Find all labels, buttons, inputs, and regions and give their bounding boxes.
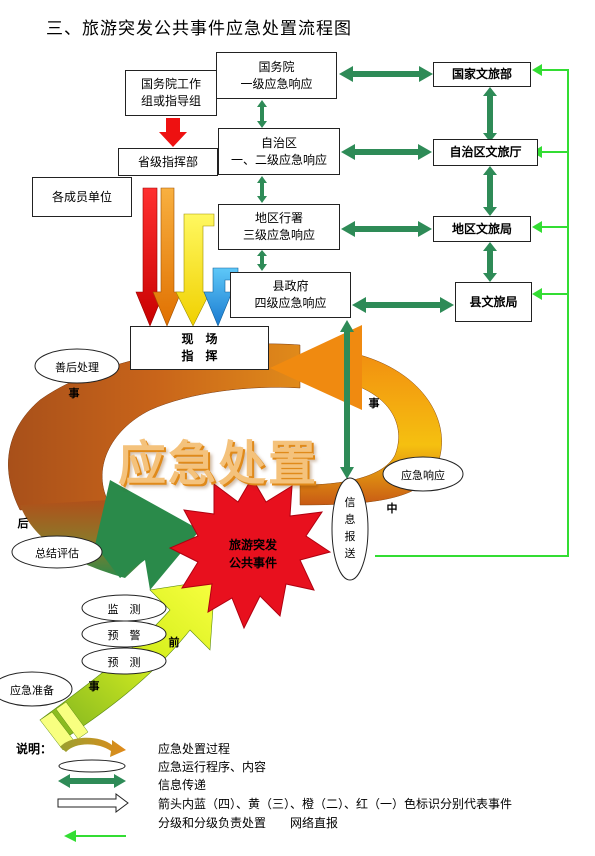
gov-chain-arrows [257, 100, 267, 271]
info-report-ellipse [331, 477, 369, 581]
prefecture-tourism-box: 地区文旅局 [433, 216, 531, 242]
national-tourism-box: 国家文旅部 [433, 62, 531, 87]
event-line-2: 公共事件 [228, 556, 277, 570]
aftermath-ellipse [34, 348, 120, 384]
county-tourism-label: 县文旅局 [469, 294, 518, 309]
forecast-label: 预 测 [107, 656, 141, 669]
network-arrowheads [532, 64, 542, 300]
forecast-ellipse [81, 647, 167, 675]
stage-shi-right: 事 [368, 397, 380, 410]
legend-hollow-arrow [57, 793, 129, 813]
event-burst [168, 477, 332, 630]
page-title: 三、旅游突发公共事件应急处置流程图 [46, 19, 352, 39]
legend-network-arrow [64, 830, 126, 842]
tourism-chain-arrows [483, 87, 497, 282]
scene-command-line-2: 指 挥 [181, 349, 218, 363]
national-tourism-label: 国家文旅部 [451, 67, 512, 81]
state-council-name: 国务院 [258, 59, 295, 74]
group-line-2: 组或指导组 [140, 94, 201, 108]
state-council-box: 国务院 一级应急响应 [216, 52, 337, 99]
region-tourism-box: 自治区文旅厅 [433, 139, 538, 166]
orange-arrow [152, 187, 182, 327]
prepare-label: 应急准备 [10, 684, 54, 697]
gov-tourism-arrows [339, 66, 454, 313]
info-char-2: 息 [344, 513, 356, 526]
summary-ellipse [11, 535, 103, 569]
members-label: 各成员单位 [51, 189, 112, 204]
stage-hou: 后 [17, 517, 29, 530]
legend-item-network: 分级和分级负责处置 网络直报 [158, 816, 339, 830]
legend-item-procedure: 应急运行程序、内容 [158, 760, 267, 774]
cycle-arrow-during-head [270, 325, 362, 410]
legend-ellipse [58, 759, 126, 773]
prefecture-gov-box: 地区行署 三级应急响应 [218, 204, 340, 250]
center-title: 应急处置 [118, 436, 319, 492]
network-direct-report-line [375, 69, 569, 557]
summary-label: 总结评估 [35, 547, 79, 560]
prepare-ellipse [0, 671, 73, 707]
stage-shi-left: 事 [68, 387, 80, 400]
stage-shi-bottom: 事 [88, 680, 100, 693]
info-report-arrow [340, 320, 354, 479]
legend-item-process: 应急处置过程 [158, 742, 231, 756]
county-gov-name: 县政府 [272, 279, 309, 293]
state-council-level: 一级应急响应 [240, 76, 313, 91]
region-gov-name: 自治区 [260, 135, 297, 150]
prefecture-gov-name: 地区行署 [254, 211, 303, 225]
province-command-box: 省级指挥部 [118, 148, 218, 176]
legend-heading: 说明： [16, 742, 53, 756]
province-command-label: 省级指挥部 [137, 154, 198, 169]
county-tourism-box: 县文旅局 [455, 282, 532, 322]
scene-command-line-1: 现 场 [181, 332, 218, 346]
legend-process-arrow [60, 737, 126, 757]
legend-info-arrow [58, 774, 126, 788]
region-gov-box: 自治区 一、二级应急响应 [218, 128, 340, 175]
legend-item-info: 信息传递 [158, 778, 207, 792]
info-char-4: 送 [344, 547, 356, 560]
stage-zhong: 中 [386, 502, 398, 515]
response-ellipse [382, 456, 464, 492]
aftermath-label: 善后处理 [55, 361, 99, 374]
info-char-1: 信 [344, 496, 356, 509]
prefecture-gov-level: 三级应急响应 [242, 228, 315, 242]
warning-ellipse [81, 620, 167, 648]
red-arrow [135, 187, 165, 327]
legend-item-color-code: 箭头内蓝（四）、黄（三）、橙（二）、红（一）色标识分别代表事件 [158, 797, 513, 811]
scene-command-box: 现 场 指 挥 [130, 326, 269, 370]
event-line-1: 旅游突发 [228, 538, 277, 552]
monitor-label: 监 测 [107, 603, 141, 616]
group-to-province-arrow [159, 118, 187, 147]
region-gov-level: 一、二级应急响应 [230, 152, 327, 167]
county-gov-level: 四级应急响应 [254, 296, 327, 310]
prefecture-tourism-label: 地区文旅局 [451, 221, 512, 236]
warning-label: 预 警 [107, 629, 141, 642]
response-label: 应急响应 [401, 469, 445, 482]
members-box: 各成员单位 [32, 177, 132, 217]
cycle-arrow-after-head [95, 480, 200, 590]
state-council-group-box: 国务院工作 组或指导组 [125, 70, 217, 116]
group-line-1: 国务院工作 [140, 77, 201, 91]
stage-qian: 前 [168, 636, 180, 649]
info-char-3: 报 [344, 530, 356, 543]
county-gov-box: 县政府 四级应急响应 [230, 272, 351, 318]
info-report-label: 信 息 报 送 [342, 494, 358, 562]
event-label: 旅游突发 公共事件 [206, 536, 300, 572]
ellipses [0, 348, 464, 707]
yellow-arrow [175, 213, 215, 327]
region-tourism-label: 自治区文旅厅 [449, 145, 522, 159]
